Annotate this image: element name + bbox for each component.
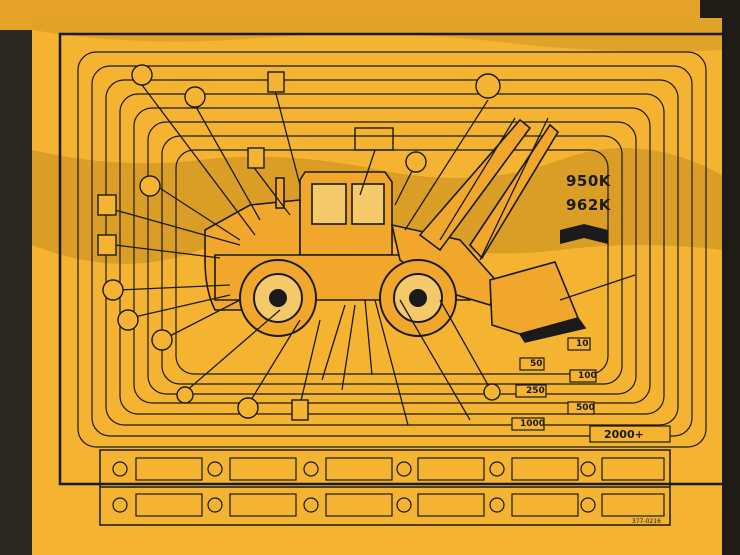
interval-500: 500 [576,403,595,413]
interval-1000: 1000 [520,419,546,429]
hydraulic-oil-icon [184,86,206,108]
interval-markers [511,337,671,443]
transmission-icon [475,73,501,99]
operator-manual-icon [560,224,608,244]
air-filter-icon [405,151,427,173]
model-950k: 950K [566,172,611,190]
grease-icon [176,386,194,404]
coolant-icon [247,147,265,169]
interval-50: 50 [530,359,543,369]
interval-10: 10 [576,339,589,349]
fuel-icon [267,71,285,93]
service-record-table [99,449,671,526]
interval-100: 100 [578,371,597,381]
engine-oil-icon [131,64,153,86]
interval-2000-plus: 2000+ [604,428,644,441]
wheel-loader-drawing [204,118,587,343]
part-number: 377-0216 [632,518,661,525]
model-962k: 962K [566,196,611,214]
wheels [239,259,457,337]
service-point-icons [97,64,501,421]
interval-250: 250 [526,386,545,396]
